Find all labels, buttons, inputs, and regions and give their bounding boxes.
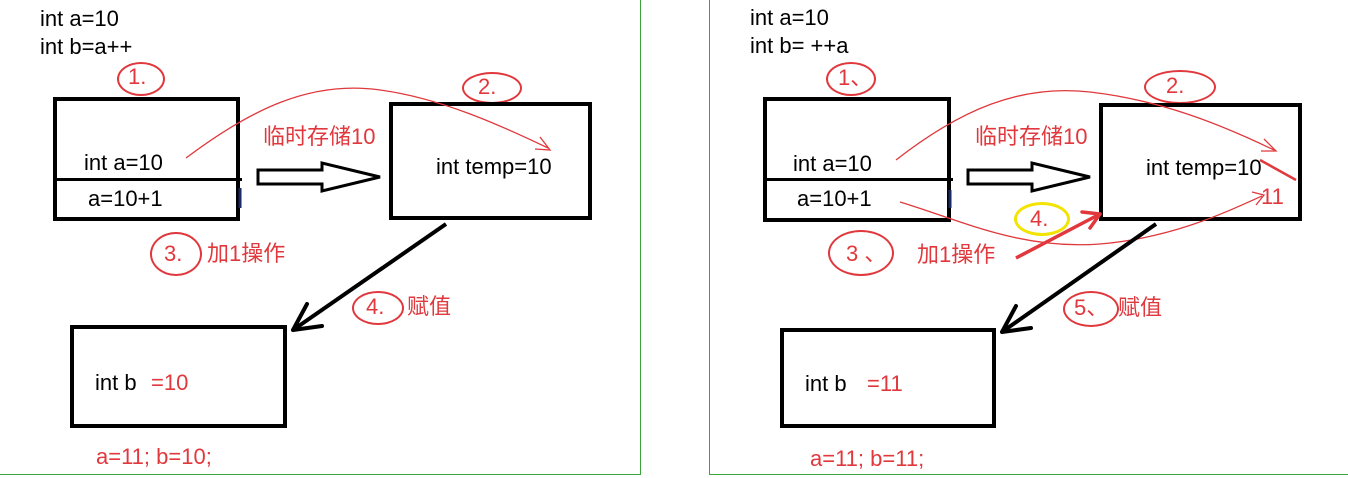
variable-a-value: int a=10 bbox=[793, 151, 872, 176]
step-4-label: 4. bbox=[1030, 206, 1049, 231]
step-3-circle bbox=[150, 232, 202, 276]
step-2-label: 2. bbox=[478, 74, 497, 99]
variable-b-box bbox=[780, 328, 996, 428]
step-1-label: 1. bbox=[128, 64, 147, 89]
variable-a-increment: a=10+1 bbox=[88, 186, 163, 211]
code-line-prefix: int b= ++a bbox=[750, 33, 849, 58]
variable-a-box bbox=[53, 97, 240, 221]
final-result: a=11; b=11; bbox=[810, 446, 925, 471]
temp-value: int temp=10 bbox=[1146, 155, 1262, 180]
add-one-label: 加1操作 bbox=[207, 241, 286, 266]
variable-a-value: int a=10 bbox=[84, 150, 163, 175]
variable-b-prefix: int b bbox=[805, 371, 847, 396]
assign-label: 赋值 bbox=[1118, 295, 1163, 320]
final-result: a=11; b=10; bbox=[96, 444, 212, 469]
step-1-label: 1、 bbox=[838, 65, 873, 90]
temp-new-value: 11 bbox=[1261, 184, 1284, 209]
temp-value: int temp=10 bbox=[436, 154, 552, 179]
variable-b-value: =10 bbox=[151, 370, 189, 395]
step-1-circle bbox=[117, 62, 165, 96]
variable-b-prefix: int b bbox=[95, 370, 137, 395]
temp-store-note: 临时存储10 bbox=[975, 124, 1088, 149]
code-line-postfix: int b=a++ bbox=[40, 34, 133, 59]
variable-b-value: =11 bbox=[867, 371, 903, 396]
code-line-declare-a: int a=10 bbox=[750, 5, 829, 30]
temp-store-note: 临时存储10 bbox=[263, 124, 376, 149]
step-2-label: 2. bbox=[1166, 73, 1185, 98]
step-5-label: 5、 bbox=[1074, 295, 1109, 320]
variable-a-increment: a=10+1 bbox=[797, 186, 872, 211]
variable-b-box bbox=[70, 325, 287, 428]
step-3-label: 3. bbox=[164, 241, 183, 266]
add-one-label: 加1操作 bbox=[917, 242, 996, 267]
step-3-label: 3 、 bbox=[846, 241, 887, 266]
step-3-circle bbox=[828, 230, 894, 276]
assign-label: 赋值 bbox=[407, 294, 452, 319]
step-1-circle bbox=[826, 62, 876, 96]
code-line-declare-a: int a=10 bbox=[40, 6, 119, 31]
step-4-label: 4. bbox=[366, 294, 385, 319]
variable-a-divider bbox=[55, 178, 242, 181]
variable-a-divider bbox=[765, 178, 953, 181]
